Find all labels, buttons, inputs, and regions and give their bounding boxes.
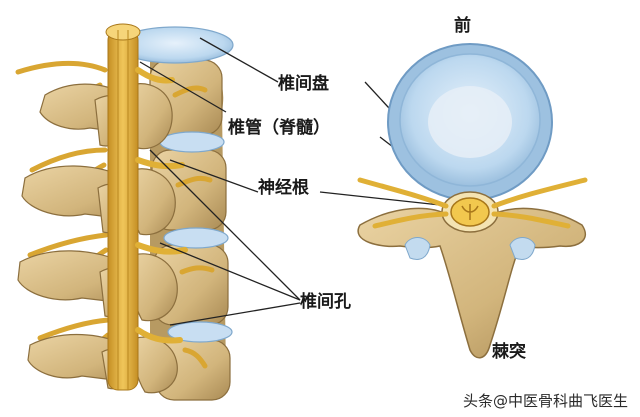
axial-view xyxy=(357,43,588,359)
label-spinous-process: 棘突 xyxy=(492,342,526,362)
label-front: 前 xyxy=(454,16,471,36)
label-spinal-canal: 椎管（脊髓） xyxy=(228,118,330,138)
label-nerve-root: 神经根 xyxy=(258,178,309,198)
leader-lines xyxy=(139,37,466,326)
label-intervertebral-foramen: 椎间孔 xyxy=(300,292,351,312)
spinal-cord xyxy=(105,23,141,391)
watermark: 头条@中医骨科曲飞医生 xyxy=(462,392,628,410)
spine-column xyxy=(15,23,234,401)
label-intervertebral-disc: 椎间盘 xyxy=(278,74,329,94)
